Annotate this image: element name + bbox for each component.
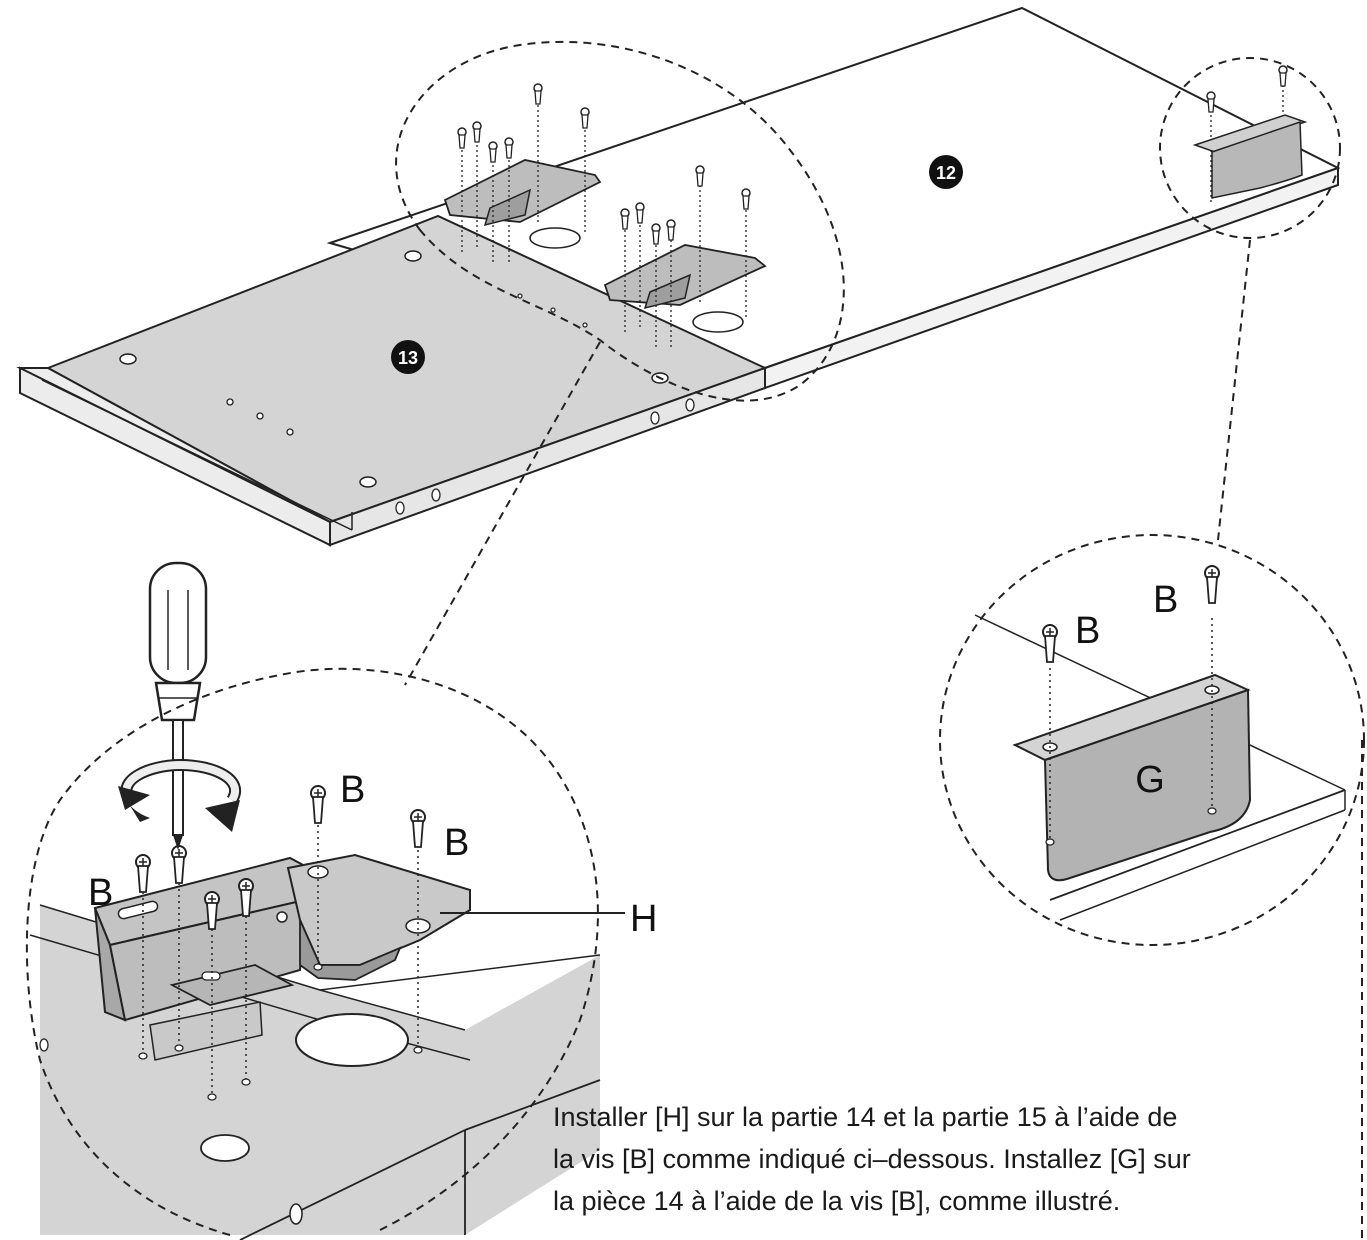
instruction-line-3: la pièce 14 à l’aide de la vis [B], comm…: [553, 1186, 1121, 1216]
top-bracket: [1192, 114, 1308, 199]
screw-label-b-4: B: [1075, 610, 1100, 652]
panel-badge-13: 13: [391, 340, 425, 374]
screw-label-b-1: B: [340, 769, 365, 811]
bracket-detail-callout: [965, 565, 1346, 921]
instruction-line-2: la vis [B] comme indiqué ci–dessous. Ins…: [553, 1144, 1191, 1174]
hinge-h: [93, 853, 471, 1022]
screw-label-b-5: B: [1153, 579, 1178, 621]
hinge-label-h: H: [630, 898, 657, 940]
detail-callouts-top: [395, 41, 1341, 686]
bracket-detail-circle: [939, 534, 1365, 946]
svg-text:12: 12: [936, 163, 956, 183]
screw-label-b-3: B: [88, 872, 113, 914]
panel-badge-12: 12: [929, 155, 963, 189]
hinge-detail-callout: [29, 561, 601, 1240]
top-hinge-right: [603, 244, 767, 333]
svg-text:13: 13: [398, 348, 418, 368]
instruction-text: Installer [H] sur la partie 14 et la par…: [553, 1096, 1353, 1222]
bracket-label-g: G: [1135, 759, 1165, 801]
instruction-line-1: Installer [H] sur la partie 14 et la par…: [553, 1102, 1178, 1132]
screw-label-b-2: B: [444, 822, 469, 864]
top-screws: [461, 80, 1284, 350]
rotate-clockwise-icon: [118, 758, 241, 832]
hinge-detail-circle: [25, 667, 599, 1236]
screwdriver-icon: [148, 561, 208, 850]
top-hinge-left: [443, 159, 602, 249]
